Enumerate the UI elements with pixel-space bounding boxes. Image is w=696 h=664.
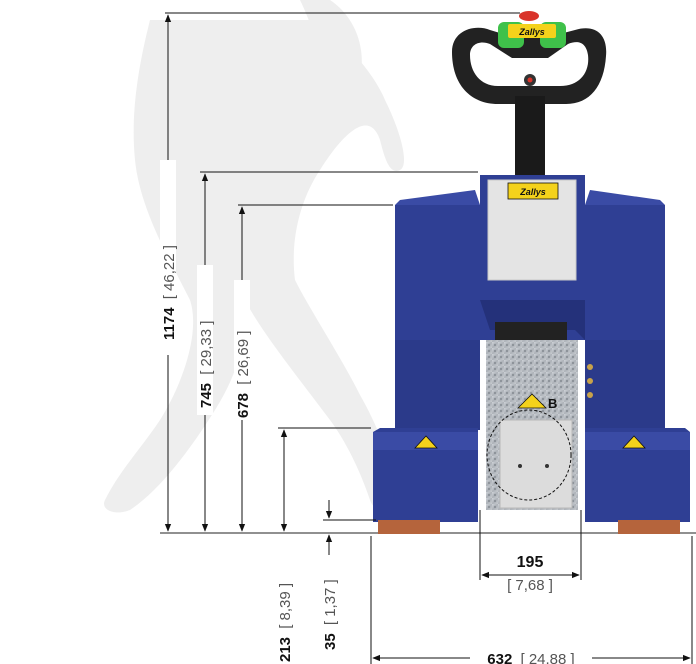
label-height-total: 1174 [ 46,22 ] [160,160,178,355]
svg-text:678 [ 26,69 ]: 678 [ 26,69 ] [235,331,252,418]
operator-silhouette [104,0,405,513]
left-side-box [373,428,478,534]
detail-marker-b: B [548,396,557,411]
right-side-box [585,428,690,534]
tiller-handle: Zallys [452,11,607,176]
tug-machine: Zallys Zallys [373,11,690,534]
label-coupling-width: 195 [ 7,68 ] [507,554,553,594]
label-height-body: 745 [ 29,33 ] [197,265,215,415]
svg-text:35 [ 1,37 ]: 35 [ 1,37 ] [322,579,339,650]
emergency-button [519,11,539,21]
detail-circle [486,409,572,501]
right-foot [618,520,680,534]
handle-logo: Zallys [518,27,545,37]
svg-text:195: 195 [517,554,544,571]
svg-text:213 [ 8,39 ]: 213 [ 8,39 ] [277,583,294,662]
svg-text:1174 [ 46,22 ]: 1174 [ 46,22 ] [161,245,178,340]
svg-text:[ 7,68 ]: [ 7,68 ] [507,577,553,594]
body-logo: Zallys [519,187,546,197]
svg-text:745 [ 29,33 ]: 745 [ 29,33 ] [198,321,215,408]
label-height-top-cover: 678 [ 26,69 ] [234,280,252,420]
tiller-stem [515,96,545,176]
label-height-side-box: 213 [ 8,39 ] [277,583,294,662]
label-ground-clearance: 35 [ 1,37 ] [322,579,339,650]
svg-text:632 [ 24,88 ]: 632 [ 24,88 ] [487,651,574,664]
label-total-width: 632 [ 24,88 ] [487,651,574,664]
left-foot [378,520,440,534]
coupling-block [499,419,573,509]
